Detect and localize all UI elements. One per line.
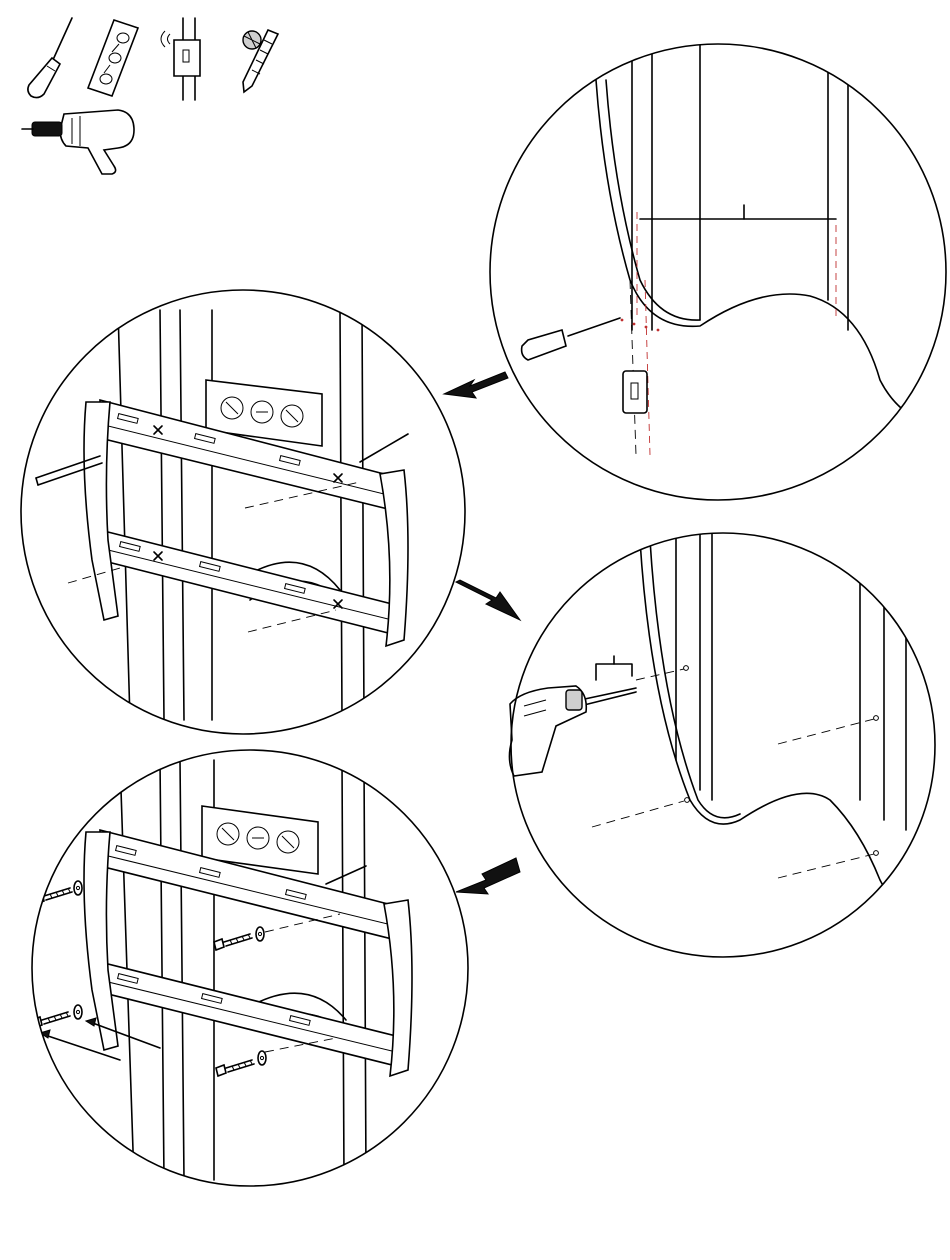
- step-1-frame: [490, 44, 946, 500]
- lag-bolt-icon: [214, 927, 264, 950]
- stud-finder-icon: [161, 18, 200, 100]
- lag-bolt-icon: [216, 1051, 266, 1076]
- level-icon: [88, 20, 138, 96]
- step-level-bracket-and-mark: [21, 290, 465, 734]
- arrow-icon: [456, 858, 520, 894]
- step-bolt-bracket-to-wall: [32, 750, 468, 1186]
- step-3-frame: [511, 533, 935, 957]
- drill-bit-icon: [243, 30, 278, 92]
- screwdriver-icon: [522, 318, 620, 360]
- tools-panel: [22, 18, 278, 174]
- power-drill-icon: [22, 110, 134, 174]
- lag-bolt-icon: [34, 881, 82, 904]
- step-drill-pilot-holes: [509, 530, 950, 957]
- step-locate-stud-center: [490, 40, 946, 500]
- arrow-icon: [444, 372, 508, 398]
- arrow-icon: [456, 580, 520, 620]
- screwdriver-icon: [28, 18, 72, 98]
- power-drill-icon: [509, 686, 636, 776]
